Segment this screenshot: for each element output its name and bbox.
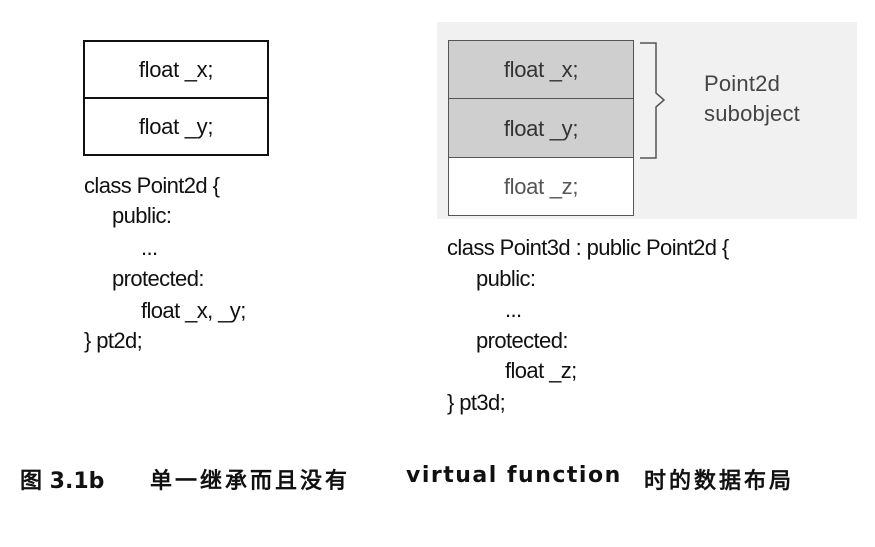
point2d-code-line-3: ... — [141, 235, 158, 260]
cell-label: float _z; — [503, 173, 579, 199]
point3d-code-line-2: public: — [476, 266, 536, 291]
figure-number: 图 3.1b — [20, 469, 105, 494]
brace-label-line-2: subobject — [704, 101, 800, 126]
subobject-brace — [640, 42, 666, 159]
cell-label: float _x; — [138, 56, 214, 82]
caption-text-after: 时的数据布局 — [644, 469, 795, 494]
point2d-code-line-1: class Point2d { — [84, 173, 220, 198]
point3d-code-line-4: protected: — [476, 328, 568, 353]
caption-text-before: 单一继承而且没有 — [150, 469, 351, 494]
point2d-field-y-cell: float _y; — [83, 97, 269, 156]
point3d-field-x-cell: float _x; — [448, 40, 634, 99]
brace-label-line-1: Point2d — [704, 71, 781, 96]
point3d-code-line-1: class Point3d : public Point2d { — [447, 235, 729, 260]
point3d-code-line-3: ... — [505, 297, 522, 322]
cell-label: float _x; — [503, 56, 579, 82]
point2d-code-line-2: public: — [112, 203, 172, 228]
point2d-code-line-6: } pt2d; — [84, 328, 143, 353]
point3d-field-y-cell: float _y; — [448, 98, 634, 159]
point2d-code-line-4: protected: — [112, 266, 204, 291]
point2d-code-line-5: float _x, _y; — [141, 298, 246, 323]
point3d-code-line-6: } pt3d; — [447, 390, 506, 415]
cell-label: float _y; — [503, 115, 579, 141]
point3d-field-z-cell: float _z; — [448, 157, 634, 216]
cell-label: float _y; — [138, 113, 214, 139]
point2d-field-x-cell: float _x; — [83, 40, 269, 99]
point3d-code-line-5: float _z; — [505, 358, 577, 383]
caption-keyword: virtual function — [406, 463, 622, 488]
